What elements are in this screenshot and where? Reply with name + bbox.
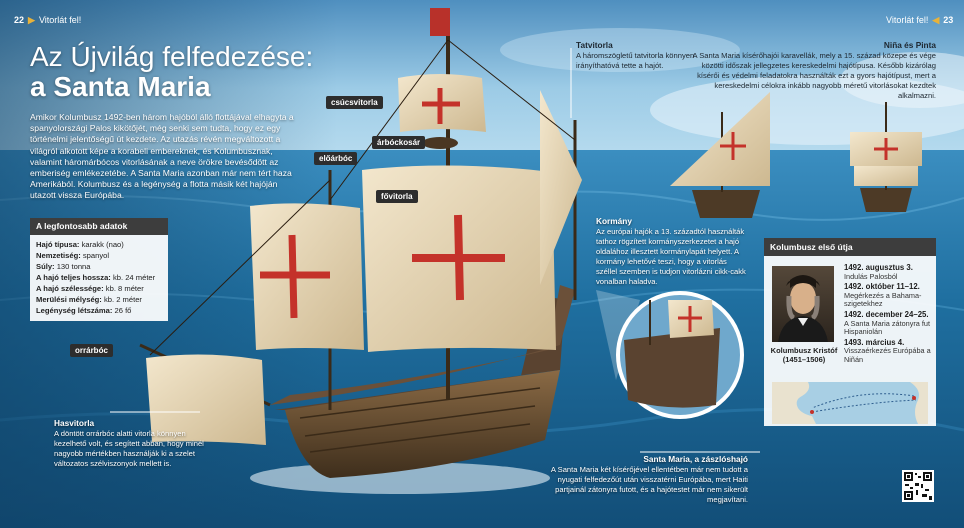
note-text: A Santa Maria kísérőhajói karavellák, me…: [692, 51, 936, 100]
nina-caravel: [670, 92, 770, 218]
note-zaszloshajo: Santa Maria, a zászlóshajó A Santa Maria…: [530, 454, 748, 505]
section-title: Vitorlát fel!: [886, 15, 929, 25]
note-text: Az európai hajók a 13. századtól használ…: [596, 227, 746, 286]
rudder-detail: [596, 290, 744, 419]
triangle-marker-icon: ▶: [28, 15, 35, 25]
note-title: Hasvitorla: [54, 418, 95, 428]
portrait-caption: Kolumbusz Kristóf (1451–1506): [770, 346, 838, 364]
page-number: 22: [14, 15, 25, 25]
note-hasvitorla: Hasvitorla A döntött orrárbóc alatti vit…: [54, 418, 214, 469]
title-line-1: Az Újvilág felfedezése:: [30, 41, 314, 72]
timeline-item: 1492. december 24–25.A Santa Maria záton…: [844, 309, 930, 337]
label-csucsvitorla: csúcsvitorla: [326, 96, 383, 109]
key-facts-heading: A legfontosabb adatok: [30, 218, 168, 235]
note-title: Tatvitorla: [576, 40, 613, 50]
voyage-timeline: 1492. augusztus 3.Indulás Palosból 1492.…: [844, 263, 932, 367]
santa-maria-ship: [139, 8, 582, 494]
fact-row: Legénység létszáma: 26 fő: [36, 306, 132, 315]
intro-text: Amikor Kolumbusz 1492-ben három hajóból …: [30, 112, 294, 201]
note-title: Niña és Pinta: [883, 40, 936, 50]
columbus-voyage-box: Kolumbusz első útja Kolumbusz Kristóf (1…: [764, 238, 936, 426]
timeline-item: 1493. március 4.Visszaérkezés Európába a…: [844, 337, 931, 364]
fact-row: A hajó teljes hossza: kb. 24 méter: [36, 273, 156, 282]
timeline-item: 1492. augusztus 3.Indulás Palosból: [844, 263, 913, 281]
label-orrarboc: orrárbóc: [70, 344, 113, 357]
left-page-number: 22▶Vitorlát fel!: [14, 15, 81, 26]
note-title: Santa Maria, a zászlóshajó: [643, 454, 748, 464]
note-text: A döntött orrárbóc alatti vitorla könnye…: [54, 429, 204, 468]
key-facts-box: A legfontosabb adatok Hajó típusa: karak…: [30, 218, 168, 321]
label-arbockosar: árbóckosár: [372, 136, 426, 149]
note-text: A háromszögletű tatvitorla könnyen irány…: [576, 51, 695, 70]
note-kormany: Kormány Az európai hajók a 13. századtól…: [596, 216, 750, 287]
fact-row: Merülési mélység: kb. 2 méter: [36, 295, 142, 304]
fact-row: Súly: 130 tonna: [36, 262, 91, 271]
fact-row: Nemzetiség: spanyol: [36, 251, 110, 260]
note-tatvitorla: Tatvitorla A háromszögletű tatvitorla kö…: [576, 40, 708, 71]
note-title: Kormány: [596, 216, 632, 226]
qr-code-icon[interactable]: [902, 470, 934, 502]
timeline-item: 1492. október 11–12.Megérkezés a Bahama-…: [844, 282, 922, 309]
triangle-marker-icon: ◀: [932, 15, 940, 25]
columbus-box-heading: Kolumbusz első útja: [764, 238, 936, 256]
section-title: Vitorlát fel!: [38, 15, 82, 25]
fact-row: A hajó szélessége: kb. 8 méter: [36, 284, 144, 293]
fact-row: Hajó típusa: karakk (nao): [36, 240, 124, 249]
label-fovitorla: fővitorla: [376, 190, 418, 203]
label-eloarboc: előárbóc: [314, 152, 358, 165]
right-page-number: Vitorlát fel!◀23: [886, 15, 953, 26]
note-text: A Santa Maria két kísérőjével ellentétbe…: [550, 465, 748, 504]
note-nina-pinta: Niña és Pinta A Santa Maria kísérőhajói …: [686, 40, 936, 101]
pinta-caravel: [850, 102, 922, 212]
page-number: 23: [943, 15, 954, 25]
page-title: Az Újvilág felfedezése: a Santa Maria: [30, 42, 313, 102]
title-line-2: a Santa Maria: [30, 71, 211, 102]
columbus-portrait: [772, 266, 834, 342]
voyage-route-map: [772, 382, 928, 424]
